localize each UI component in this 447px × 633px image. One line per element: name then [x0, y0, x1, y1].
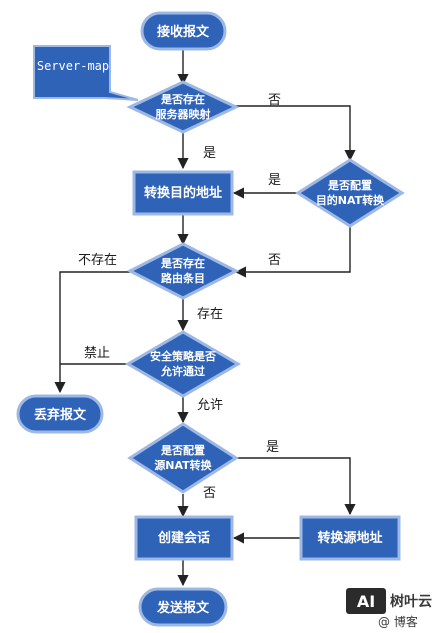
- node-drop-label: 丢弃报文: [34, 407, 87, 423]
- node-policy-check-line2: 允许通过: [160, 364, 205, 378]
- node-create-session: 创建会话: [134, 515, 234, 561]
- node-send: 发送报文: [138, 587, 228, 627]
- watermark-blog: @ 博客: [378, 614, 418, 629]
- node-receive-label: 接收报文: [157, 24, 210, 40]
- node-receive: 接收报文: [140, 11, 227, 51]
- node-policy-check: 安全策略是否 允许通过: [125, 330, 241, 398]
- edge-nat-no: [234, 226, 351, 278]
- node-src-nat-check: 是否配置 源NAT转换: [127, 422, 239, 494]
- watermark: AI 树叶云 @ 博客: [346, 588, 432, 629]
- node-policy-check-line1: 安全策略是否: [150, 349, 216, 363]
- label-srcnat-no: 否: [203, 486, 216, 501]
- node-src-nat-check-line1: 是否配置: [160, 443, 205, 457]
- node-route-check-line2: 路由条目: [161, 271, 205, 285]
- label-nat-no: 否: [268, 253, 281, 268]
- label-route-present: 存在: [197, 307, 223, 322]
- watermark-brand: 树叶云: [390, 593, 432, 610]
- node-create-session-label: 创建会话: [157, 530, 210, 546]
- node-convert-src: 转换源地址: [299, 515, 401, 561]
- node-dst-nat-check: 是否配置 目的NAT转换: [295, 158, 405, 228]
- label-servermap-yes: 是: [203, 146, 216, 161]
- node-server-map-check: 是否存在 服务器映射: [126, 80, 240, 134]
- watermark-logo-box: [346, 588, 386, 614]
- node-convert-dst-label: 转换目的地址: [144, 185, 222, 201]
- node-server-map-check-line1: 是否存在: [160, 92, 205, 106]
- node-dst-nat-check-line2: 目的NAT转换: [316, 193, 385, 207]
- node-route-check: 是否存在 路由条目: [126, 242, 240, 300]
- node-convert-dst: 转换目的地址: [132, 170, 234, 216]
- node-drop: 丢弃报文: [16, 394, 104, 434]
- server-map-callout: Server-map: [33, 45, 139, 101]
- server-map-callout-label: Server-map: [37, 59, 109, 73]
- label-servermap-no: 否: [268, 93, 281, 108]
- edge-servermap-no: [235, 105, 356, 162]
- edge-route-absent: [54, 271, 130, 394]
- label-policy-deny: 禁止: [84, 346, 110, 361]
- label-policy-allow: 允许: [197, 397, 223, 413]
- node-route-check-line1: 是否存在: [160, 256, 205, 270]
- edge-srcnat-yes: [236, 457, 356, 516]
- watermark-logo: AI: [357, 592, 375, 611]
- label-route-absent: 不存在: [78, 253, 117, 268]
- label-nat-yes: 是: [268, 173, 281, 188]
- node-src-nat-check-line2: 源NAT转换: [154, 458, 212, 472]
- node-convert-src-label: 转换源地址: [317, 530, 382, 546]
- node-server-map-check-line2: 服务器映射: [156, 107, 211, 121]
- node-dst-nat-check-line1: 是否配置: [327, 178, 372, 192]
- label-srcnat-yes: 是: [266, 440, 279, 455]
- node-send-label: 发送报文: [156, 600, 210, 616]
